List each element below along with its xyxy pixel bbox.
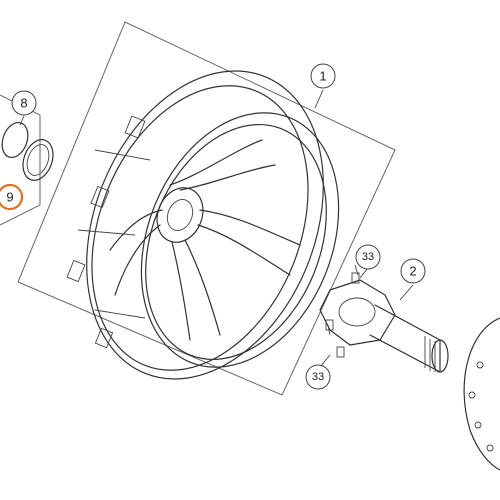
callout-8-label: 8: [20, 96, 27, 111]
bolt-parts: [325, 264, 360, 358]
bearing-part: [22, 139, 54, 181]
callout-33-top[interactable]: 33: [355, 244, 381, 270]
callout-33-bottom[interactable]: 33: [305, 364, 331, 390]
callout-1-label: 1: [319, 69, 326, 84]
callout-2-label: 2: [409, 264, 416, 279]
seal-ring-part: [1, 121, 29, 159]
callout-9-highlighted[interactable]: 9: [0, 183, 24, 211]
wheel-rim: [66, 70, 340, 380]
callout-1[interactable]: 1: [310, 63, 336, 89]
callout-2[interactable]: 2: [400, 258, 426, 284]
callout-33-top-label: 33: [362, 251, 374, 263]
callout-9-label: 9: [6, 190, 13, 205]
brake-disc-part: [463, 317, 500, 471]
leader-lines: [19, 89, 414, 368]
wheel-group-frame: [17, 21, 396, 396]
callout-33-bottom-label: 33: [312, 371, 324, 383]
wheel-hub: [109, 139, 301, 341]
axle-spacer-part: [319, 279, 449, 373]
callout-8[interactable]: 8: [11, 90, 37, 116]
